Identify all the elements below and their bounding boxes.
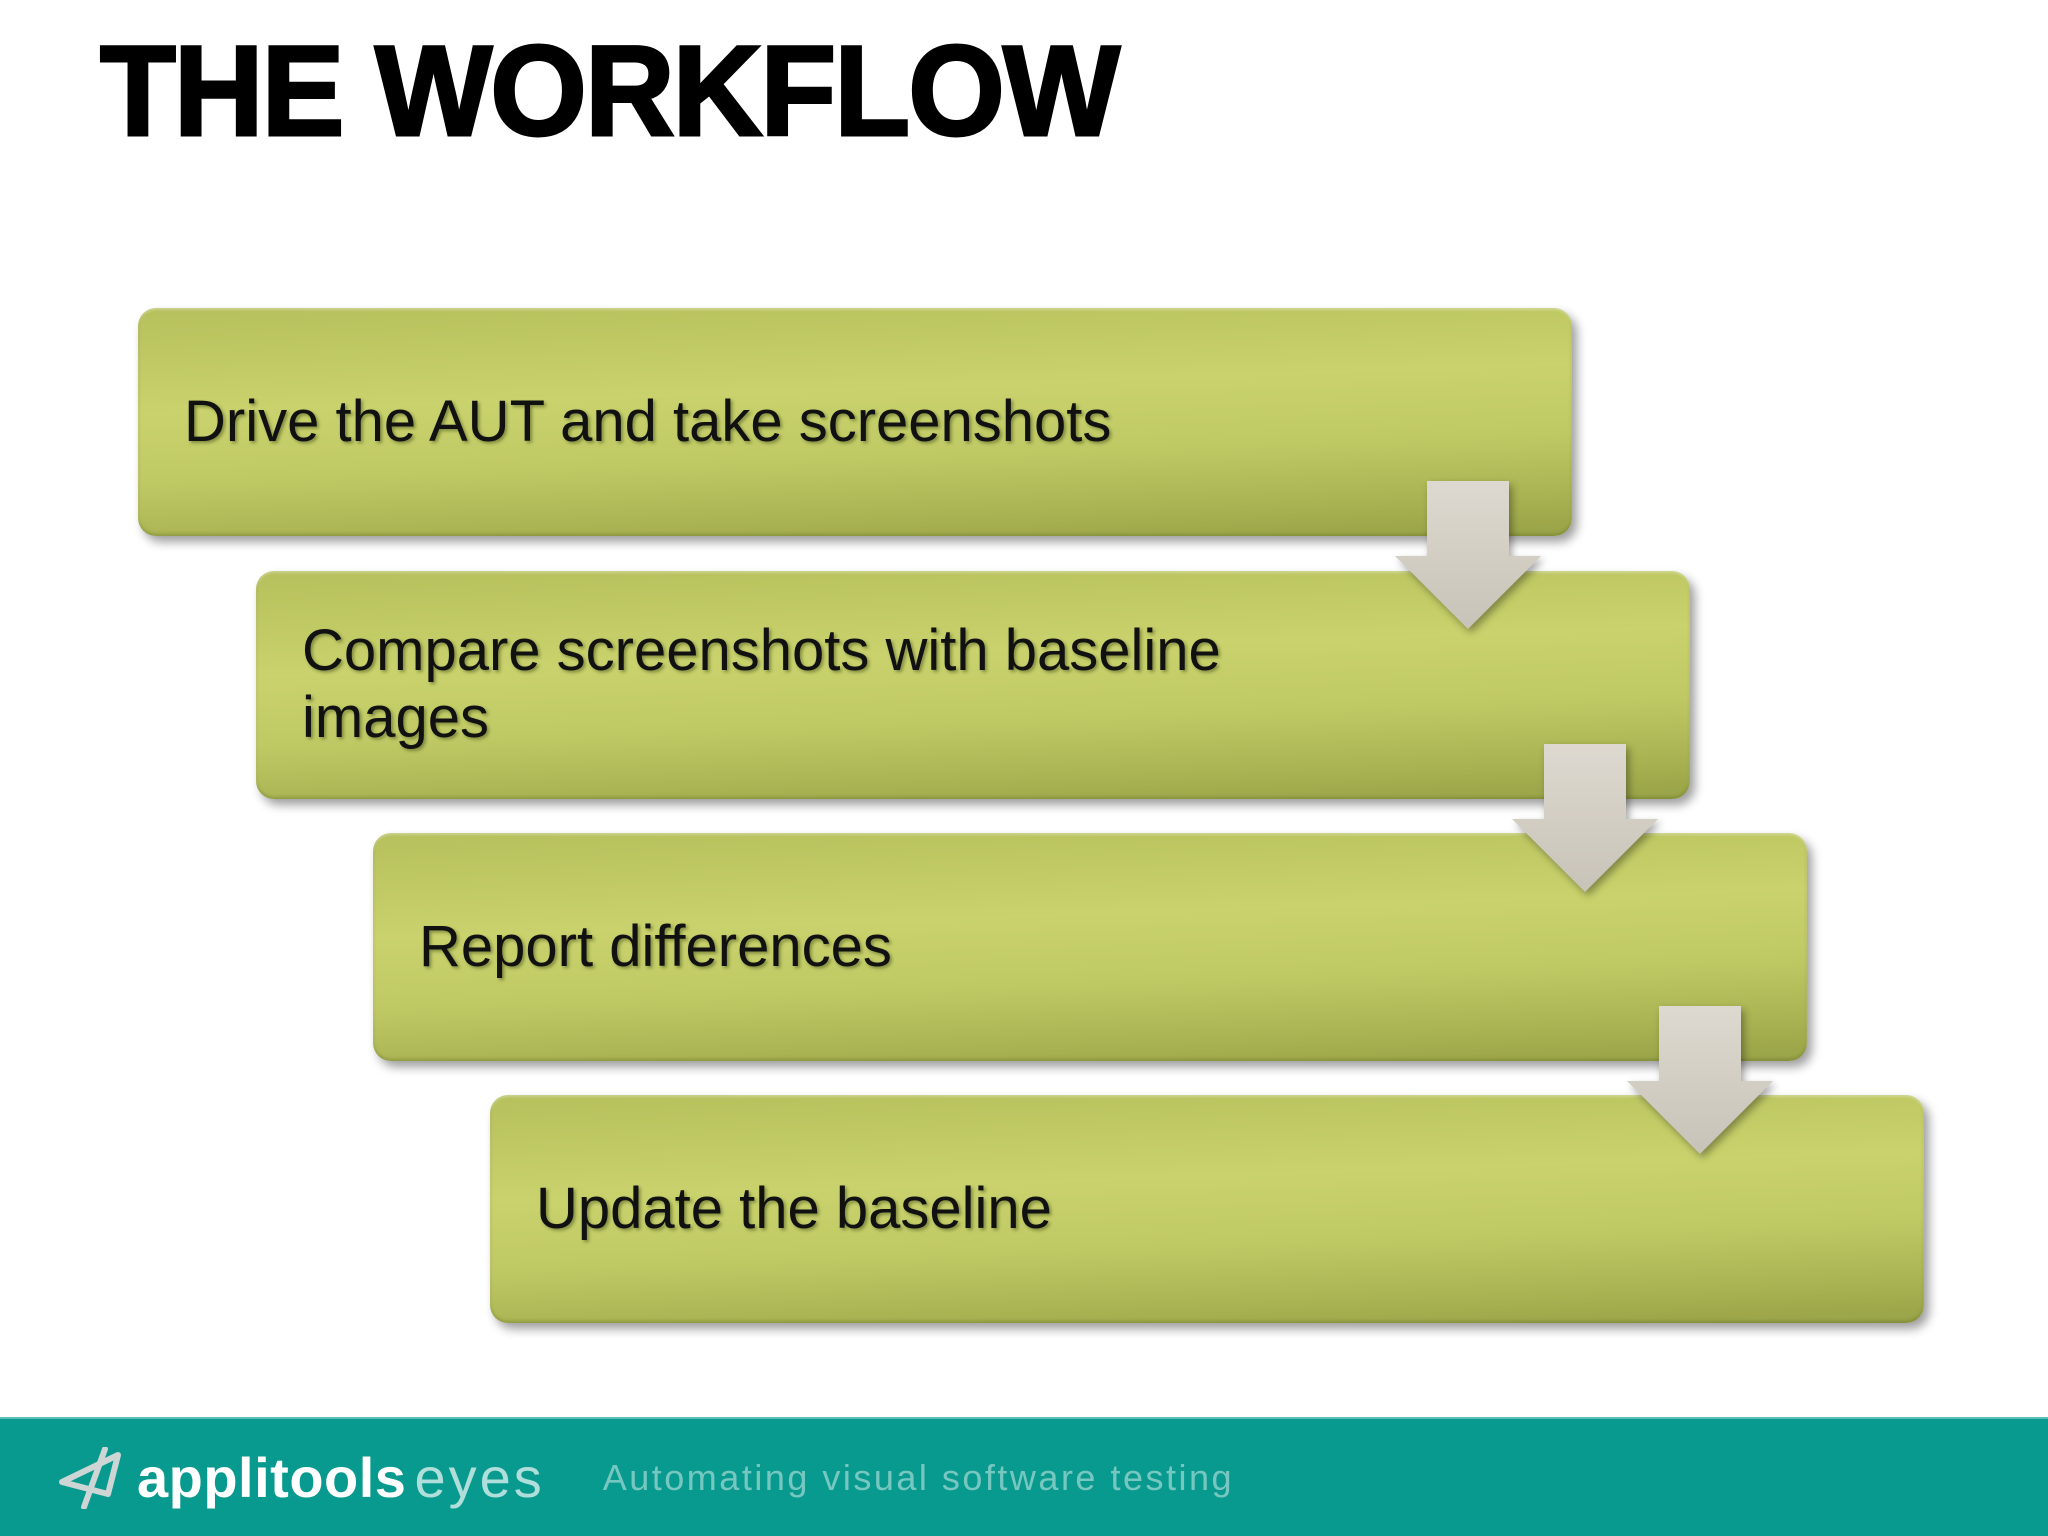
- brand-lockup: applitools eyes: [137, 1445, 545, 1510]
- workflow-step-1: Drive the AUT and take screenshots: [138, 308, 1572, 536]
- workflow-step-1-label: Drive the AUT and take screenshots: [184, 388, 1112, 454]
- workflow-step-4-label: Update the baseline: [536, 1175, 1052, 1241]
- workflow-step-3-label: Report differences: [419, 913, 892, 979]
- workflow-step-2-label: Compare screenshots with baseline images: [302, 618, 1221, 750]
- brand-product: eyes: [414, 1446, 545, 1509]
- brand-tagline: Automating visual software testing: [602, 1456, 1235, 1498]
- page-title: THE WORKFLOW: [99, 20, 1122, 163]
- brand-name: applitools: [137, 1446, 407, 1509]
- footer-bar: applitools eyes Automating visual softwa…: [0, 1417, 2048, 1536]
- down-arrow-icon: [1512, 744, 1658, 892]
- workflow-step-4: Update the baseline: [490, 1095, 1924, 1323]
- down-arrow-icon: [1395, 481, 1541, 629]
- down-arrow-icon: [1627, 1006, 1773, 1154]
- applitools-eye-icon: [59, 1446, 121, 1509]
